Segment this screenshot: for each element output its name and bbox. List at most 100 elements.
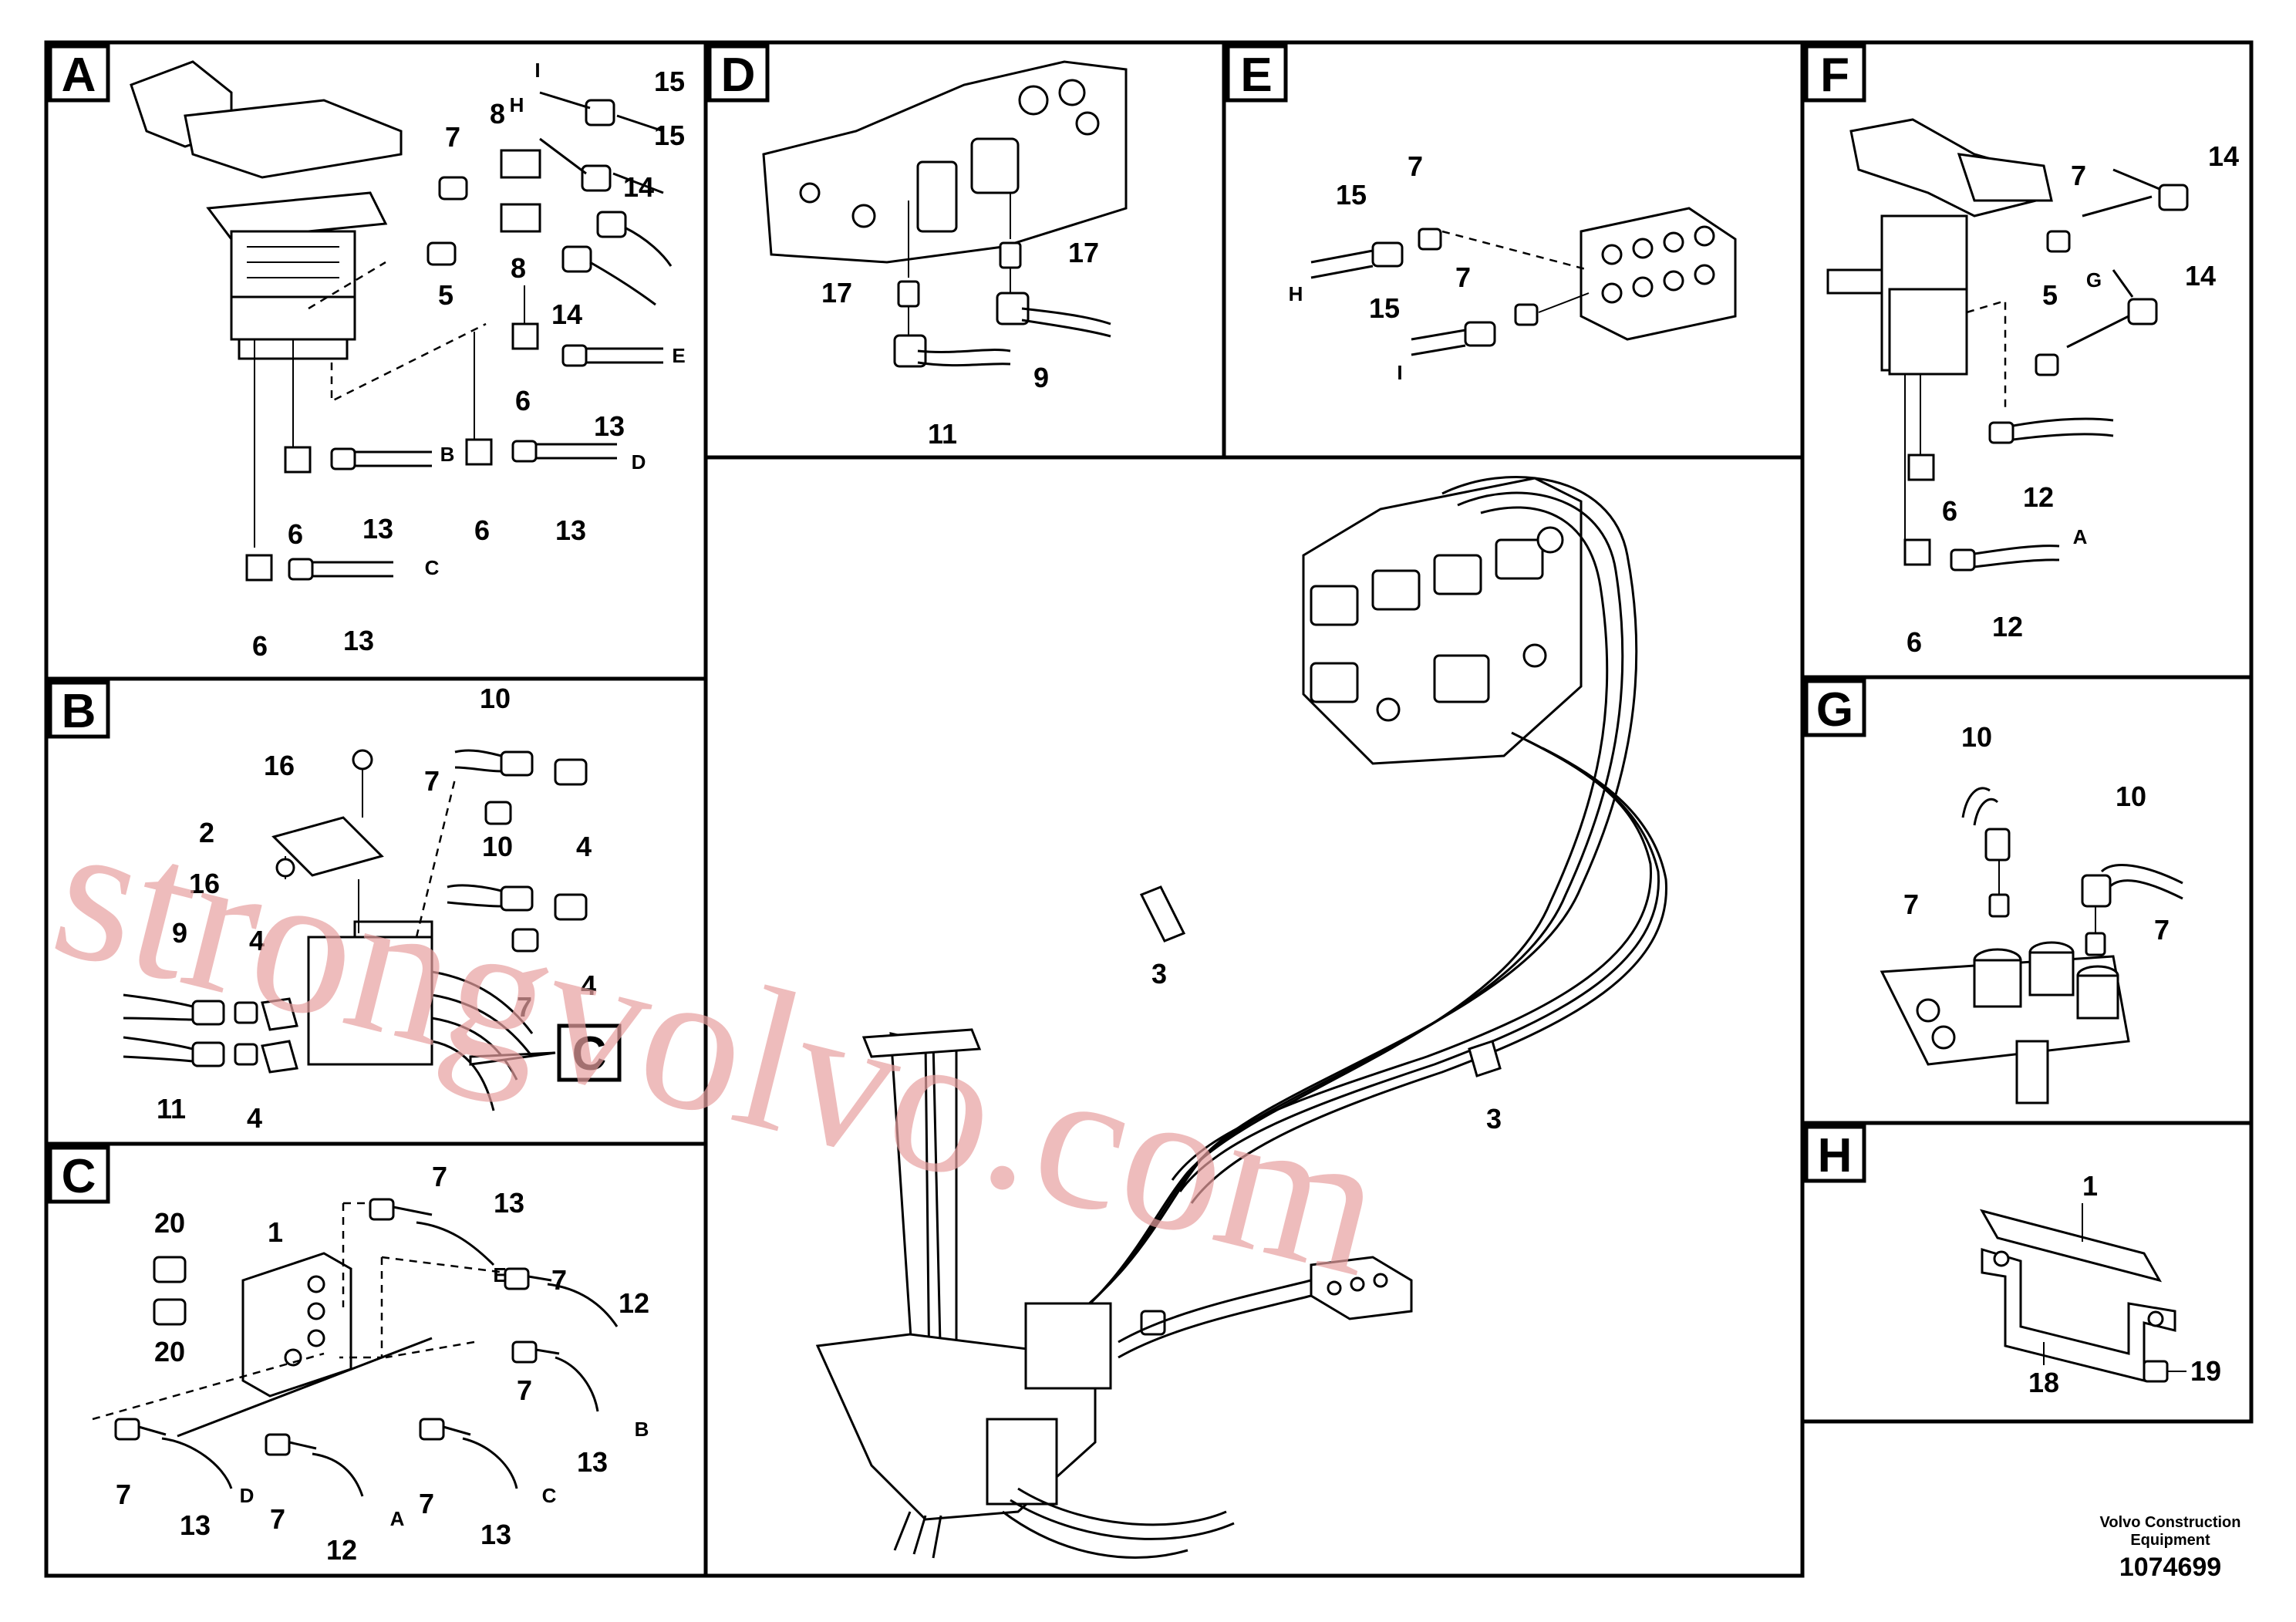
panel-tag-g: G (1804, 679, 1866, 737)
callout-a-15: 15 (654, 120, 685, 151)
panel-tag-d: D (707, 44, 770, 103)
callout-c-7-mid-bottom: 7 (419, 1488, 434, 1519)
port-c-d: D (240, 1484, 255, 1507)
callout-g-10-left: 10 (1961, 721, 1992, 753)
callout-a-13-c: 13 (343, 625, 374, 656)
panel-tag-e-label: E (1240, 49, 1272, 102)
callout-c-7-bottom: 7 (270, 1503, 285, 1535)
callout-d-17: 17 (821, 277, 852, 309)
port-c-e: E (493, 1263, 506, 1286)
callout-g-7-left: 7 (1903, 889, 1919, 920)
callout-e-15-top: 15 (1336, 179, 1367, 211)
panel-b-drawing (123, 749, 588, 1111)
callout-g-10: 10 (2116, 781, 2146, 812)
callout-a-8-top: 8 (490, 98, 505, 130)
callout-b-4-left: 4 (247, 1102, 262, 1134)
callout-c-12: 12 (326, 1534, 357, 1566)
callout-c-20: 20 (154, 1336, 185, 1367)
callout-a-6-b: 6 (288, 518, 303, 550)
panel-tag-a-label: A (62, 49, 96, 102)
callout-b-10-top: 10 (480, 683, 511, 714)
callout-main-3-right: 3 (1486, 1103, 1502, 1135)
panel-tag-f-label: F (1820, 49, 1849, 102)
callout-a-6-c: 6 (252, 630, 268, 662)
callout-b-11: 11 (157, 1093, 186, 1125)
port-a-i: I (534, 59, 540, 82)
callout-e-7-top: 7 (1408, 150, 1423, 182)
port-a-b: B (440, 443, 455, 466)
callout-c-7-top: 7 (432, 1161, 447, 1192)
panel-tag-c-label: C (62, 1150, 96, 1203)
callout-b-4-top: 4 (576, 831, 592, 862)
panel-b-ref-c: C (557, 1023, 622, 1082)
callout-c-7-left: 7 (116, 1479, 131, 1510)
callout-b-2: 2 (199, 817, 214, 848)
panel-h-drawing (1979, 1203, 2186, 1383)
callout-c-12-right: 12 (619, 1287, 649, 1319)
callout-b-4-left-top: 4 (249, 925, 265, 956)
panel-tag-b: B (48, 680, 110, 739)
callout-f-12-top: 12 (2023, 481, 2054, 513)
port-c-a: A (390, 1507, 405, 1530)
panel-main-frame (703, 455, 1805, 1578)
callout-c-13-left: 13 (180, 1509, 211, 1541)
callout-f-12: 12 (1992, 611, 2023, 642)
callout-f-6-top: 6 (1942, 495, 1957, 527)
callout-b-9: 9 (172, 917, 187, 949)
panel-tag-a: A (48, 44, 110, 103)
panel-a-drawing (130, 60, 673, 582)
callout-main-3: 3 (1151, 958, 1167, 990)
callout-a-6-d: 6 (474, 514, 490, 546)
callout-b-7-top: 7 (424, 765, 440, 797)
callout-b-7: 7 (517, 991, 532, 1023)
callout-d-11: 11 (928, 418, 957, 450)
callout-a-5: 5 (438, 279, 453, 311)
callout-b-16-top: 16 (264, 750, 295, 781)
callout-a-15-top: 15 (654, 66, 685, 97)
panel-tag-h: H (1804, 1125, 1866, 1183)
callout-a-7: 7 (445, 121, 460, 153)
callout-d-9: 9 (1033, 362, 1049, 393)
port-f-g: G (2086, 268, 2102, 292)
port-a-h: H (510, 93, 524, 116)
panel-tag-d-label: D (721, 49, 756, 102)
callout-h-19: 19 (2190, 1355, 2221, 1387)
callout-g-7: 7 (2154, 914, 2170, 946)
footer-company-line1: Volvo Construction (2100, 1514, 2241, 1531)
callout-a-13-e: 13 (594, 410, 625, 442)
callout-e-15: 15 (1369, 292, 1400, 324)
panel-tag-g-label: G (1816, 683, 1853, 737)
port-a-d: D (632, 450, 646, 474)
port-c-c: C (542, 1484, 557, 1507)
panel-b-ref-c-label: C (572, 1027, 607, 1081)
panel-tag-e: E (1226, 44, 1288, 103)
callout-e-7: 7 (1455, 261, 1471, 293)
callout-a-13-b: 13 (362, 513, 393, 545)
callout-c-7-mid: 7 (551, 1264, 567, 1296)
panel-d-drawing (762, 60, 1128, 368)
panel-tag-b-label: B (62, 685, 96, 738)
panel-tag-h-label: H (1818, 1129, 1853, 1182)
panel-tag-f: F (1804, 44, 1866, 103)
callout-f-7: 7 (2071, 160, 2086, 191)
panel-tag-c: C (48, 1145, 110, 1204)
footer-company-line2: Equipment (2130, 1532, 2210, 1549)
panel-h-frame (1800, 1121, 2254, 1424)
port-c-b: B (635, 1418, 649, 1441)
callout-b-4: 4 (581, 969, 596, 1001)
callout-c-13-right: 13 (577, 1446, 608, 1478)
callout-a-13-d: 13 (555, 514, 586, 546)
callout-c-20-top: 20 (154, 1207, 185, 1239)
port-a-c: C (425, 556, 440, 579)
callout-b-10: 10 (482, 831, 513, 862)
callout-c-7-right: 7 (517, 1374, 532, 1406)
port-f-a: A (2073, 525, 2088, 548)
panel-e-drawing (1310, 207, 1737, 356)
callout-d-17-right: 17 (1068, 237, 1099, 268)
callout-a-6-e: 6 (515, 385, 531, 416)
footer-document-number: 1074699 (2119, 1553, 2221, 1582)
callout-b-16: 16 (189, 868, 220, 899)
callout-c-13-top: 13 (494, 1187, 524, 1219)
callout-a-8: 8 (511, 252, 526, 284)
